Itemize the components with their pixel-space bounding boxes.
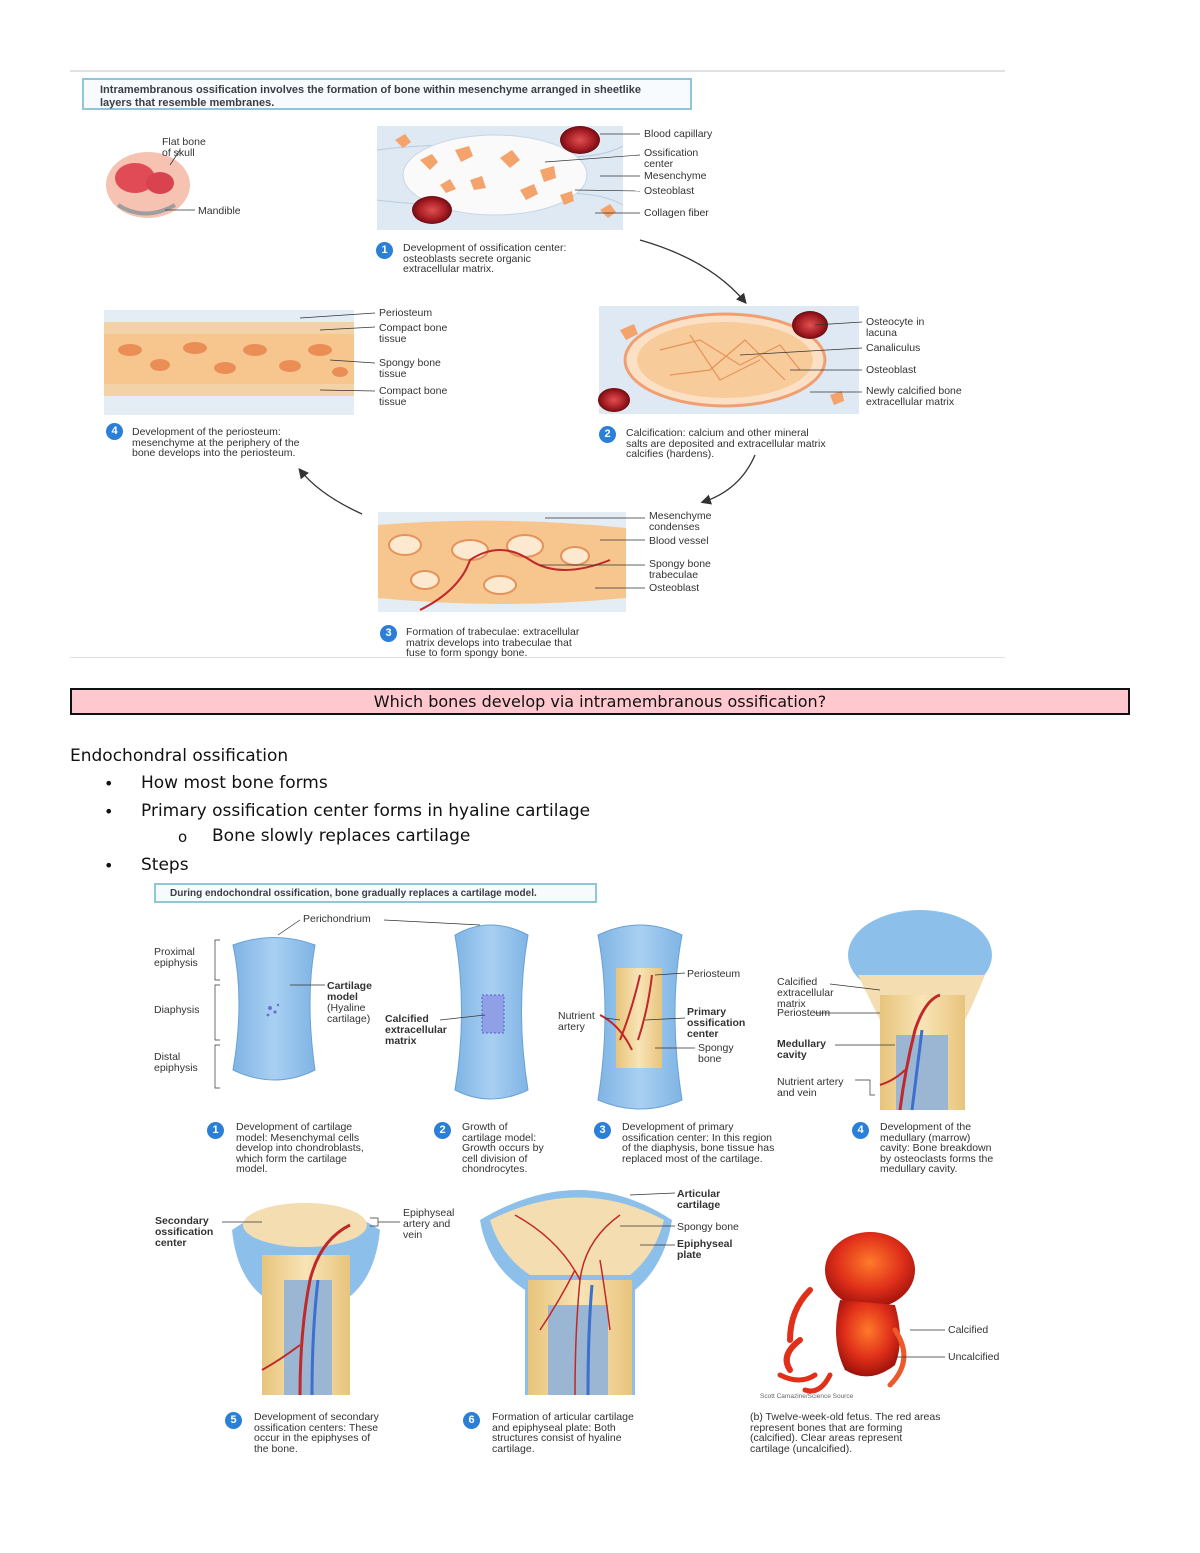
step5-secondary-center-illustration: [222, 1203, 400, 1396]
endochondral-note: During endochondral ossification, bone g…: [154, 883, 597, 903]
step3-label-blood-vessel: Blood vessel: [649, 535, 709, 547]
endo1-label-proximal-epiphysis: Proximal epiphysis: [154, 946, 198, 969]
step1-label-blood-capillary: Blood capillary: [644, 128, 713, 140]
endo4-label-medullary-cavity: Medullary cavity: [777, 1038, 827, 1061]
bullet-dot-3: •: [104, 856, 114, 875]
endo-step5-caption: Development of secondary ossification ce…: [254, 1411, 379, 1455]
step2-number-badge: 2: [599, 426, 616, 443]
endo-step6-badge: 6: [463, 1412, 480, 1429]
step6-articular-illustration: [480, 1190, 676, 1396]
skull-illustration: [106, 149, 195, 218]
step3-caption: Formation of trabeculae: extracellular m…: [406, 626, 580, 659]
step4-number-badge: 4: [106, 423, 123, 440]
endo6-label-spongy-bone: Spongy bone: [677, 1221, 739, 1233]
figure-top-rule: [70, 70, 1005, 72]
endo-step4-badge: 4: [852, 1122, 869, 1139]
skull-flat-bone-label: Flat bone of skull: [162, 136, 206, 159]
step3-label-trabeculae: Spongy bone trabeculae: [649, 558, 711, 581]
step4-periosteum-illustration: [104, 310, 376, 415]
bullet-dot-1: •: [104, 774, 114, 793]
step4-label-compact-bone-bottom: Compact bone tissue: [379, 385, 448, 408]
endo4-label-periosteum: Periosteum: [777, 1007, 831, 1019]
figure-bottom-rule: [70, 657, 1005, 658]
step1-cartilage-model-illustration: [214, 919, 481, 1089]
endo1-label-perichondrium: Perichondrium: [303, 913, 371, 925]
fetus-illustration: [777, 1232, 945, 1394]
step3-trabeculae-illustration: [378, 512, 645, 612]
fetus-label-calcified: Calcified: [948, 1324, 989, 1336]
step1-ossification-center-illustration: [376, 126, 641, 230]
step3-number-badge: 3: [380, 625, 397, 642]
endo1-label-distal-epiphysis: Distal epiphysis: [154, 1051, 198, 1074]
endo-step5-badge: 5: [225, 1412, 242, 1429]
sub-bullet-symbol: o: [178, 828, 188, 846]
step4-medullary-illustration: [815, 910, 992, 1111]
endochondral-heading: Endochondral ossification: [70, 746, 289, 766]
endo3-label-periosteum: Periosteum: [687, 968, 741, 980]
endo-step4-caption: Development of the medullary (marrow) ca…: [880, 1121, 994, 1175]
step4-caption: Development of the periosteum: mesenchym…: [132, 426, 300, 459]
step2-caption: Calcification: calcium and other mineral…: [626, 427, 826, 460]
step2-label-osteocyte: Osteocyte in lacuna: [866, 316, 925, 339]
skull-mandible-label: Mandible: [198, 205, 241, 217]
endo3-label-spongy-bone: Spongy bone: [698, 1042, 734, 1065]
step2-calcification-illustration: [598, 306, 863, 414]
sub-bullet-bone-replaces: Bone slowly replaces cartilage: [212, 826, 471, 846]
bullet-how-most-bone-forms: How most bone forms: [141, 773, 328, 793]
step2-label-osteoblast: Osteoblast: [866, 364, 917, 376]
step3-primary-center-illustration: [597, 924, 695, 1110]
endo1-label-cartilage-model: Cartilage model: [327, 980, 372, 1003]
fetus-label-uncalcified: Uncalcified: [948, 1351, 1000, 1363]
endo-step1-badge: 1: [207, 1122, 224, 1139]
cycle-arrows: [298, 239, 756, 515]
endo4-label-nutrient-artery-vein: Nutrient artery and vein: [777, 1076, 844, 1099]
endo2-label-calcified-matrix: Calcified extracellular matrix: [385, 1013, 447, 1047]
fetus-caption: (b) Twelve-week-old fetus. The red areas…: [750, 1411, 941, 1455]
endo5-label-epiphyseal-artery: Epiphyseal artery and vein: [403, 1207, 455, 1241]
step2-growth-illustration: [439, 924, 529, 1100]
endo1-label-diaphysis: Diaphysis: [154, 1004, 200, 1016]
endo6-label-epiphyseal-plate: Epiphyseal plate: [677, 1238, 733, 1261]
endo-step2-caption: Growth of cartilage model: Growth occurs…: [462, 1121, 544, 1175]
endo4-label-calcified-matrix: Calcified extracellular matrix: [777, 976, 834, 1010]
endo3-label-nutrient-artery: Nutrient artery: [558, 1010, 595, 1033]
step1-label-collagen-fiber: Collagen fiber: [644, 207, 709, 219]
intramembranous-note: Intramembranous ossification involves th…: [82, 78, 692, 110]
step1-number-badge: 1: [376, 242, 393, 259]
bullet-dot-2: •: [104, 802, 114, 821]
bullet-steps: Steps: [141, 855, 189, 875]
step1-label-ossification-center: Ossification center: [644, 147, 699, 170]
endo-step2-badge: 2: [434, 1122, 451, 1139]
endo-step6-caption: Formation of articular cartilage and epi…: [492, 1411, 634, 1455]
fetus-photo-credit: Scott Camazine/Science Source: [760, 1393, 854, 1400]
endo-step3-caption: Development of primary ossification cent…: [622, 1121, 775, 1165]
step1-label-osteoblast: Osteoblast: [644, 185, 695, 197]
step2-label-newly-calcified: Newly calcified bone extracellular matri…: [866, 385, 962, 408]
endo1-label-hyaline: (Hyaline cartilage): [327, 1002, 371, 1025]
step1-label-mesenchyme: Mesenchyme: [644, 170, 707, 182]
step3-label-osteoblast: Osteoblast: [649, 582, 700, 594]
step3-label-mesenchyme-condenses: Mesenchyme condenses: [649, 510, 712, 533]
endo6-label-articular-cartilage: Articular cartilage: [677, 1188, 721, 1211]
step2-label-canaliculus: Canaliculus: [866, 342, 921, 354]
endo-step1-caption: Development of cartilage model: Mesenchy…: [236, 1121, 364, 1175]
step4-label-compact-bone-top: Compact bone tissue: [379, 322, 448, 345]
bullet-primary-center: Primary ossification center forms in hya…: [141, 801, 591, 821]
endo-step3-badge: 3: [594, 1122, 611, 1139]
step4-label-periosteum: Periosteum: [379, 307, 433, 319]
endo5-label-secondary-center: Secondary ossification center: [155, 1215, 214, 1249]
question-box: Which bones develop via intramembranous …: [70, 688, 1130, 715]
step4-label-spongy-bone: Spongy bone tissue: [379, 357, 441, 380]
endo3-label-primary-center: Primary ossification center: [687, 1006, 746, 1040]
step1-caption: Development of ossification center: oste…: [403, 242, 567, 275]
